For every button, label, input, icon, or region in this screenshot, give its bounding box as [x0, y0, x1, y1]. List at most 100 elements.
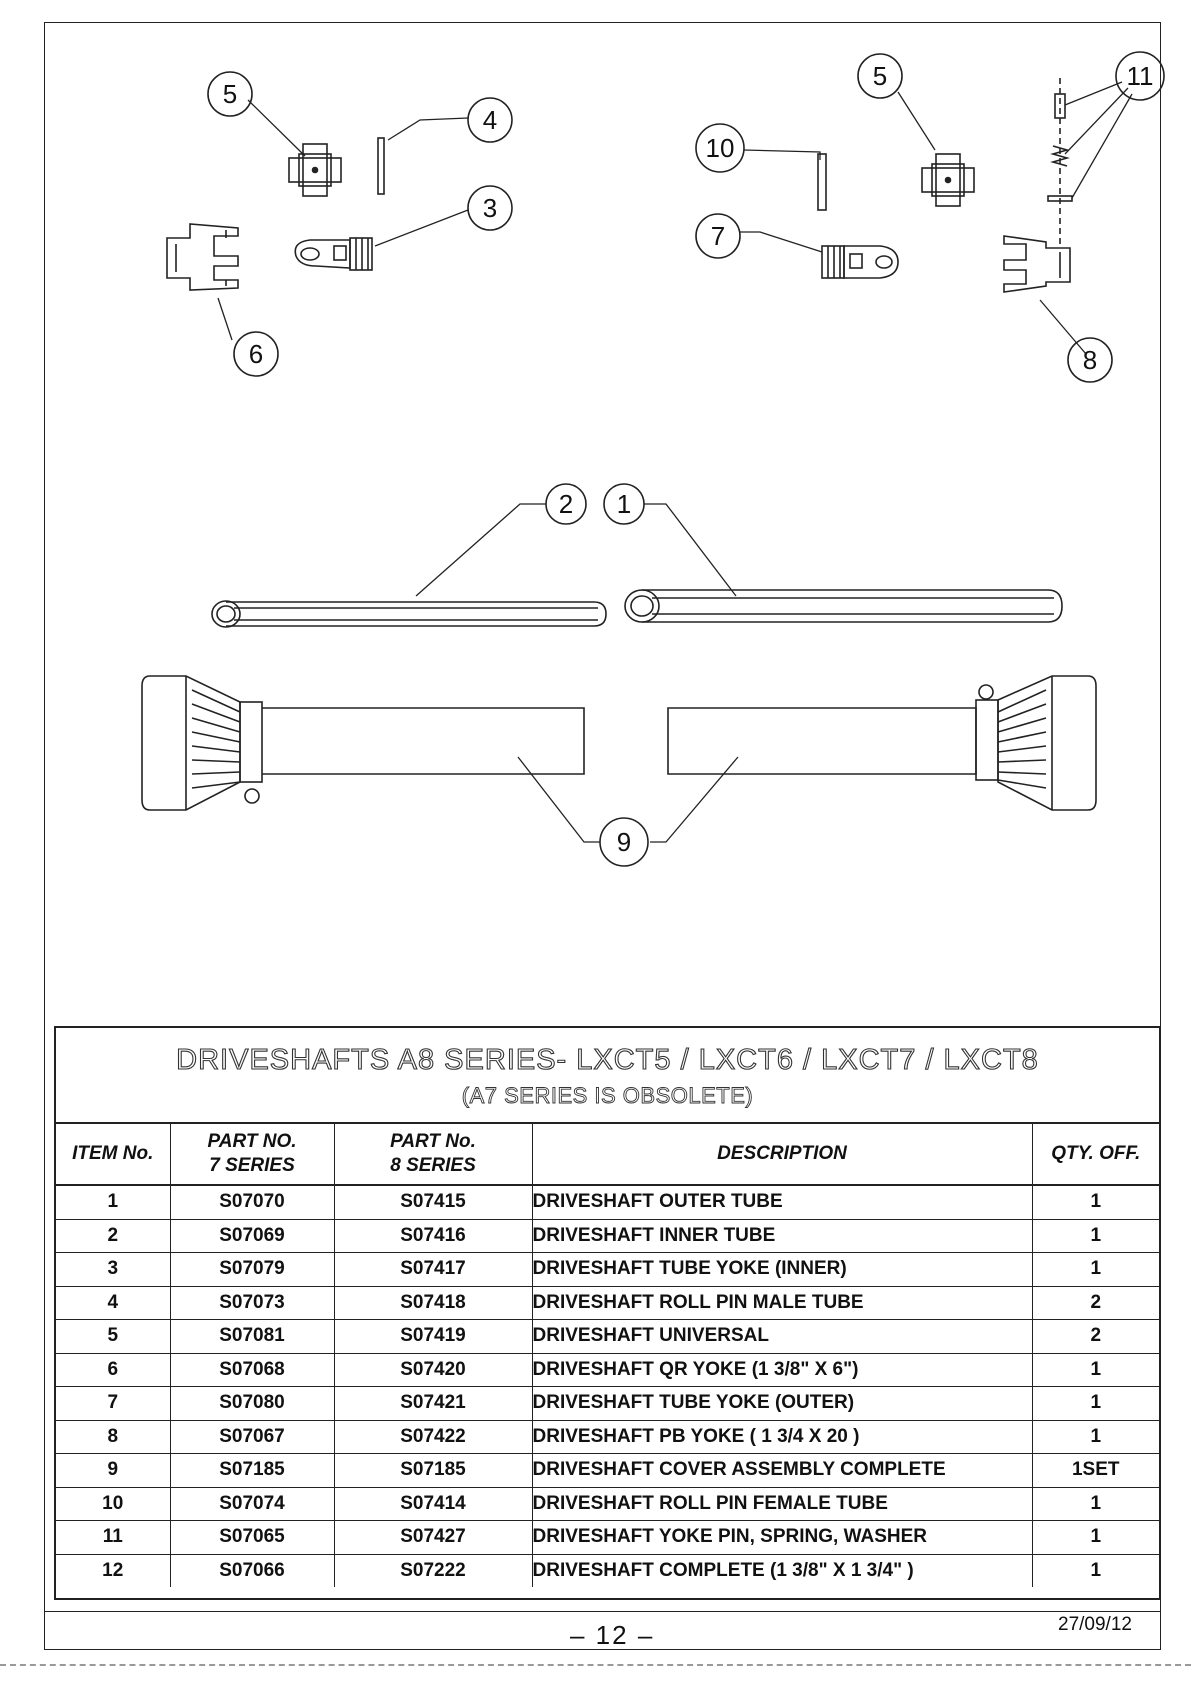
part-number-8-series: S07415 — [334, 1185, 533, 1220]
description: DRIVESHAFT PB YOKE ( 1 3/4 X 20 ) — [532, 1420, 1033, 1454]
item-number: 1 — [56, 1185, 171, 1220]
description: DRIVESHAFT TUBE YOKE (OUTER) — [532, 1386, 1033, 1421]
footer-rule — [44, 1611, 1161, 1612]
table-subtitle: (A7 SERIES IS OBSOLETE) — [461, 1083, 754, 1109]
callout-bubbles: 5 4 3 6 10 7 5 11 8 2 1 9 — [207, 51, 1165, 867]
roll-pin-male-drawing — [377, 137, 385, 195]
item-number: 6 — [56, 1353, 171, 1387]
header-row: ITEM No. PART NO.7 SERIES PART No.8 SERI… — [56, 1124, 1159, 1186]
part-number-8-series: S07418 — [334, 1286, 533, 1320]
part-number-8-series: S07427 — [334, 1520, 533, 1555]
callout-10: 10 — [695, 123, 745, 173]
pb-yoke-drawing — [1003, 235, 1071, 293]
callout-5-left: 5 — [207, 71, 253, 117]
part-number-8-series: S07421 — [334, 1386, 533, 1421]
part-number-8-series: S07185 — [334, 1453, 533, 1488]
description: DRIVESHAFT ROLL PIN MALE TUBE — [532, 1286, 1033, 1320]
item-number: 3 — [56, 1252, 171, 1287]
quantity: 2 — [1032, 1319, 1159, 1354]
part-number-7-series: S07070 — [170, 1185, 335, 1220]
callout-5-right: 5 — [857, 53, 903, 99]
universal-joint-left-drawing — [288, 143, 342, 197]
part-number-8-series: S07420 — [334, 1353, 533, 1387]
description: DRIVESHAFT COVER ASSEMBLY COMPLETE — [532, 1453, 1033, 1488]
part-number-8-series: S07416 — [334, 1219, 533, 1253]
svg-text:2: 2 — [559, 489, 573, 519]
table-title: DRIVESHAFTS A8 SERIES- LXCT5 / LXCT6 / L… — [176, 1043, 1039, 1076]
description: DRIVESHAFT YOKE PIN, SPRING, WASHER — [532, 1520, 1033, 1555]
header-qty: QTY. OFF. — [1032, 1124, 1159, 1186]
item-number: 9 — [56, 1453, 171, 1488]
svg-text:7: 7 — [711, 221, 725, 251]
outer-tube-drawing — [624, 589, 1063, 623]
item-number: 7 — [56, 1386, 171, 1421]
callout-8: 8 — [1067, 337, 1113, 383]
quantity: 2 — [1032, 1286, 1159, 1320]
svg-text:10: 10 — [706, 133, 735, 163]
yoke-pin-spring-washer-drawing — [1047, 78, 1073, 248]
part-number-7-series: S07066 — [170, 1554, 335, 1587]
exploded-parts-diagram: 5 4 3 6 10 7 5 11 8 2 1 9 — [141, 51, 1165, 867]
header-part-7-series: PART NO.7 SERIES — [170, 1124, 335, 1186]
inner-tube-drawing — [211, 600, 607, 628]
qr-yoke-drawing — [166, 223, 239, 291]
item-number: 11 — [56, 1520, 171, 1555]
part-number-8-series: S07422 — [334, 1420, 533, 1454]
callout-6: 6 — [233, 331, 279, 377]
part-number-7-series: S07074 — [170, 1487, 335, 1521]
callout-3: 3 — [467, 185, 513, 231]
page-edge-divider — [0, 1664, 1191, 1666]
quantity: 1 — [1032, 1185, 1159, 1220]
item-number: 4 — [56, 1286, 171, 1320]
svg-text:6: 6 — [249, 339, 263, 369]
callout-1: 1 — [603, 483, 645, 525]
quantity: 1SET — [1032, 1453, 1159, 1488]
quantity: 1 — [1032, 1353, 1159, 1387]
parts-table: DRIVESHAFTS A8 SERIES- LXCT5 / LXCT6 / L… — [54, 1026, 1161, 1600]
item-number: 10 — [56, 1487, 171, 1521]
page-frame — [44, 22, 1161, 1650]
part-number-7-series: S07080 — [170, 1386, 335, 1421]
callout-7: 7 — [695, 213, 741, 259]
description: DRIVESHAFT INNER TUBE — [532, 1219, 1033, 1253]
quantity: 1 — [1032, 1487, 1159, 1521]
item-number: 2 — [56, 1219, 171, 1253]
part-number-8-series: S07417 — [334, 1252, 533, 1287]
svg-text:1: 1 — [617, 489, 631, 519]
callout-9: 9 — [599, 817, 649, 867]
page-number: – 12 – — [570, 1620, 655, 1650]
part-number-7-series: S07073 — [170, 1286, 335, 1320]
quantity: 1 — [1032, 1420, 1159, 1454]
item-number: 12 — [56, 1554, 171, 1587]
svg-text:5: 5 — [873, 61, 887, 91]
description: DRIVESHAFT COMPLETE (1 3/8" X 1 3/4" ) — [532, 1554, 1033, 1587]
part-number-7-series: S07069 — [170, 1219, 335, 1253]
part-number-8-series: S07414 — [334, 1487, 533, 1521]
part-number-7-series: S07079 — [170, 1252, 335, 1287]
quantity: 1 — [1032, 1252, 1159, 1287]
quantity: 1 — [1032, 1219, 1159, 1253]
header-description: DESCRIPTION — [532, 1124, 1033, 1186]
tube-yoke-outer-drawing — [821, 245, 899, 279]
parts-list: ITEM No. PART NO.7 SERIES PART No.8 SERI… — [56, 1124, 1159, 1587]
quantity: 1 — [1090, 1559, 1102, 1581]
table-title-block: DRIVESHAFTS A8 SERIES- LXCT5 / LXCT6 / L… — [56, 1028, 1159, 1124]
roll-pin-female-drawing — [817, 153, 827, 211]
header-item-no: ITEM No. — [56, 1124, 171, 1186]
universal-joint-right-drawing — [921, 153, 975, 207]
description: DRIVESHAFT ROLL PIN FEMALE TUBE — [532, 1487, 1033, 1521]
description: DRIVESHAFT UNIVERSAL — [532, 1319, 1033, 1354]
item-number: 5 — [56, 1319, 171, 1354]
part-number-7-series: S07065 — [170, 1520, 335, 1555]
